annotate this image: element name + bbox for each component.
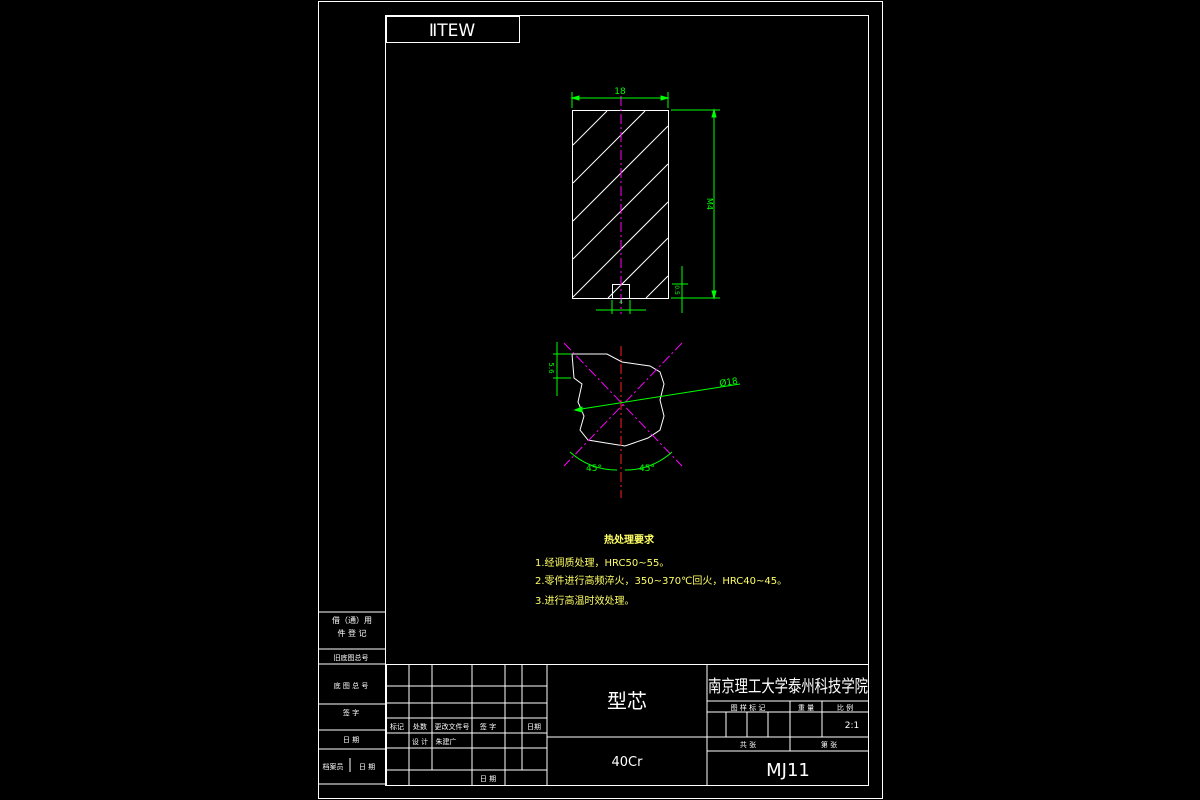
strip-archivist: 档案员 bbox=[323, 762, 344, 771]
requirements: 热处理要求 1.经调质处理，HRC50~55。 2.零件进行高频淬火，350~3… bbox=[535, 533, 787, 607]
requirement-item: 1.经调质处理，HRC50~55。 bbox=[535, 556, 669, 569]
dim-height-text: M4 bbox=[705, 198, 714, 210]
bottom-date-label: 日 期 bbox=[480, 775, 496, 783]
dim-hole-width bbox=[596, 300, 646, 314]
angle-arc-left bbox=[569, 451, 618, 471]
strip-borrow: 借（通）用 bbox=[332, 615, 372, 625]
weight-label: 重 量 bbox=[798, 704, 814, 712]
rev-header-mark: 标记 bbox=[390, 722, 404, 731]
rev-header-count: 处数 bbox=[413, 722, 427, 731]
outer-border bbox=[318, 1, 883, 799]
dim-flat-text: 5.6 bbox=[547, 362, 555, 374]
material: 40Cr bbox=[612, 755, 644, 770]
dim-flat bbox=[553, 342, 571, 396]
total-sheets: 共 张 bbox=[740, 740, 756, 749]
angle-left-text: 45° bbox=[586, 464, 602, 474]
scale-label: 比 例 bbox=[837, 703, 853, 712]
requirement-item: 3.进行高温时效处理。 bbox=[535, 594, 635, 607]
strip-register: 件 登 记 bbox=[337, 628, 366, 638]
code-stamp: ⅡTEW bbox=[386, 16, 520, 43]
diagonal-2 bbox=[563, 342, 683, 467]
rev-header-doc: 更改文件号 bbox=[435, 722, 470, 731]
rev-header-date: 日期 bbox=[527, 723, 541, 731]
dim-hole-width-text: 4 bbox=[619, 299, 623, 306]
top-view: 5.6 Ø18 45° 45° bbox=[547, 342, 741, 498]
top-view-outline bbox=[571, 353, 665, 447]
dim-hole-depth bbox=[672, 266, 688, 313]
scale-value: 2:1 bbox=[845, 721, 859, 731]
strip-date: 日 期 bbox=[343, 736, 359, 744]
design-label: 设 计 bbox=[412, 737, 428, 746]
stage-label: 图 样 标 记 bbox=[731, 703, 766, 712]
designer-name: 朱建广 bbox=[436, 737, 457, 746]
left-strip: 借（通）用 件 登 记 旧底图总号 底 图 总 号 签 字 日 期 档案员 日 … bbox=[318, 615, 386, 785]
strip-old-base: 旧底图总号 bbox=[334, 653, 369, 662]
angle-right-text: 45° bbox=[639, 464, 655, 474]
strip-archive-date: 日 期 bbox=[359, 763, 375, 771]
title-block: 标记 处数 更改文件号 签 字 日期 设 计 朱建广 日 期 型芯 40Cr 南… bbox=[386, 664, 869, 786]
dim-diameter bbox=[573, 383, 741, 413]
part-name: 型芯 bbox=[607, 689, 647, 713]
angle-arc-right bbox=[624, 451, 673, 471]
drawing-number: MJ11 bbox=[766, 760, 810, 781]
dim-diameter-text: Ø18 bbox=[719, 376, 739, 390]
strip-base-no: 底 图 总 号 bbox=[334, 681, 369, 690]
dim-hole-depth-text: 0.5 bbox=[673, 285, 680, 295]
dim-width bbox=[570, 92, 670, 108]
dim-width-text: 18 bbox=[614, 87, 626, 97]
section-view: 18 M4 0.5 4 bbox=[570, 87, 720, 314]
requirement-item: 2.零件进行高频淬火，350~370℃回火，HRC40~45。 bbox=[535, 574, 787, 587]
strip-sign: 签 字 bbox=[343, 708, 359, 717]
code-stamp-text: ⅡTEW bbox=[429, 21, 475, 41]
requirements-title: 热处理要求 bbox=[604, 533, 655, 546]
sheet-number: 第 张 bbox=[821, 740, 837, 749]
rev-header-sign: 签 字 bbox=[480, 722, 496, 731]
dim-height bbox=[671, 108, 720, 300]
school-name: 南京理工大学泰州科技学院 bbox=[708, 677, 868, 697]
